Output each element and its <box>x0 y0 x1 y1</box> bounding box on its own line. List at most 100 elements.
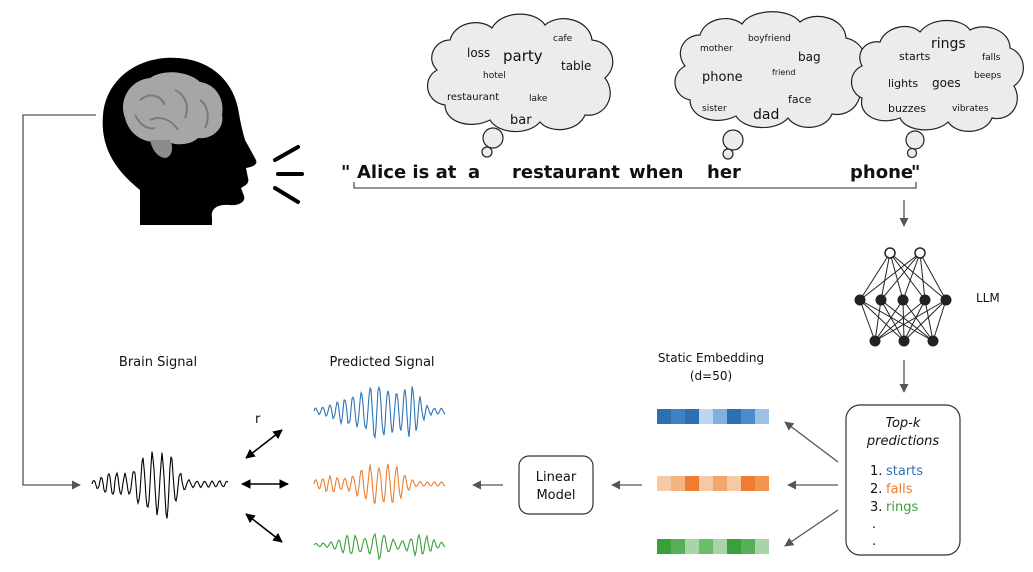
brain-signal <box>91 451 229 519</box>
cloud-word: goes <box>932 76 961 90</box>
nn-edge <box>903 299 926 342</box>
nn-edge <box>889 252 926 301</box>
nn-edge <box>859 299 905 342</box>
cloud-word: hotel <box>483 71 506 81</box>
embedding-cell <box>657 409 671 424</box>
correlation-arrow-down <box>245 513 283 543</box>
nn-edge <box>889 252 904 301</box>
nn-edge <box>902 299 934 342</box>
cloud-word: beeps <box>974 71 1002 81</box>
cloud-word: party <box>503 47 543 65</box>
embedding-cell <box>755 476 769 491</box>
sentence-word: restaurant <box>512 162 620 183</box>
topk-word: falls <box>886 482 913 497</box>
topk-word: starts <box>886 464 923 479</box>
linear-model-label-2: Model <box>536 488 575 503</box>
predicted-signal-label: Predicted Signal <box>329 355 434 370</box>
brain-signal-label: Brain Signal <box>119 355 197 370</box>
thought-cloud-2 <box>674 11 866 160</box>
arrow-to-embedding-blue <box>784 421 839 463</box>
speech-lines-icon <box>273 145 304 204</box>
cloud-3-words: starts rings falls lights goes beeps buz… <box>888 36 1002 115</box>
topk-dot: . <box>872 534 876 549</box>
sentence-word: her <box>707 162 741 183</box>
linear-model-box <box>518 455 594 515</box>
embedding-cell <box>741 539 755 554</box>
predicted-signal-blue <box>313 385 446 440</box>
close-quote: " <box>911 162 920 183</box>
cloud-word: dad <box>753 107 779 123</box>
embedding-cell <box>657 539 671 554</box>
embedding-blue <box>657 409 769 424</box>
topk-num: 1. <box>870 464 882 479</box>
topk-num: 2. <box>870 482 882 497</box>
nn-edge <box>902 299 905 342</box>
topk-title-1: Top-k <box>886 416 921 431</box>
cloud-word: buzzes <box>888 102 926 115</box>
llm-label: LLM <box>976 291 1000 305</box>
cloud-word: bar <box>510 113 532 128</box>
embedding-cell <box>727 539 741 554</box>
embedding-green <box>657 539 769 554</box>
thought-cloud-3 <box>850 20 1024 159</box>
thought-cloud-1 <box>427 13 614 158</box>
head-to-signal-connector <box>22 114 96 490</box>
cloud-word: friend <box>772 68 795 77</box>
nn-edge <box>880 299 934 342</box>
nn-edge <box>859 252 891 301</box>
static-embedding-label: Static Embedding <box>658 351 764 365</box>
nn-edge <box>924 299 934 342</box>
cloud-2-words: mother boyfriend bag phone friend face s… <box>700 34 821 123</box>
nn-edge <box>919 252 947 301</box>
cloud-word: loss <box>467 46 490 60</box>
nn-edge <box>859 299 876 342</box>
embedding-cell <box>685 539 699 554</box>
sentence-word: when <box>629 162 683 183</box>
neural-network-icon <box>854 247 952 347</box>
nn-edge <box>880 252 921 301</box>
embedding-cell <box>741 476 755 491</box>
cloud-word: rings <box>931 36 966 52</box>
embedding-cell <box>713 539 727 554</box>
arrow-to-embedding-green <box>784 509 839 547</box>
cloud-word: falls <box>982 53 1001 63</box>
nn-edge <box>874 299 947 342</box>
embedding-cell <box>741 409 755 424</box>
embedding-cell <box>699 476 713 491</box>
embedding-cell <box>727 409 741 424</box>
embedding-cell <box>685 476 699 491</box>
cloud-word: boyfriend <box>748 34 791 44</box>
nn-edge <box>859 299 934 342</box>
embedding-cell <box>713 409 727 424</box>
cloud-word: starts <box>899 50 931 63</box>
nn-edge <box>889 252 947 301</box>
linear-model-label-1: Linear <box>536 470 577 485</box>
topk-word: rings <box>886 500 918 515</box>
nn-edge <box>874 299 882 342</box>
predicted-signal-green <box>313 532 446 561</box>
topk-title-2: predictions <box>866 434 940 449</box>
cloud-1-words: loss party cafe hotel table restaurant l… <box>447 34 591 128</box>
nn-edge <box>919 252 926 301</box>
correlation-label: r <box>255 412 261 427</box>
brain-icon <box>122 72 223 158</box>
cloud-word: vibrates <box>952 104 989 114</box>
topk-list: 1. starts 2. falls 3. rings . . <box>870 464 923 549</box>
embedding-cell <box>657 476 671 491</box>
cloud-word: sister <box>702 104 727 114</box>
topk-dot: . <box>872 517 876 532</box>
cloud-word: cafe <box>553 34 573 44</box>
nn-edge <box>880 252 891 301</box>
nn-edge <box>903 299 947 342</box>
sentence: " Alice is at a restaurant when her phon… <box>341 162 920 183</box>
correlation-arrow-up <box>245 429 283 459</box>
nn-edge <box>859 252 921 301</box>
embedding-cell <box>671 409 685 424</box>
cloud-word: face <box>788 93 812 106</box>
sentence-bracket <box>353 182 917 189</box>
cloud-word: phone <box>702 70 743 85</box>
embedding-cell <box>699 409 713 424</box>
embedding-cell <box>685 409 699 424</box>
embedding-cell <box>699 539 713 554</box>
